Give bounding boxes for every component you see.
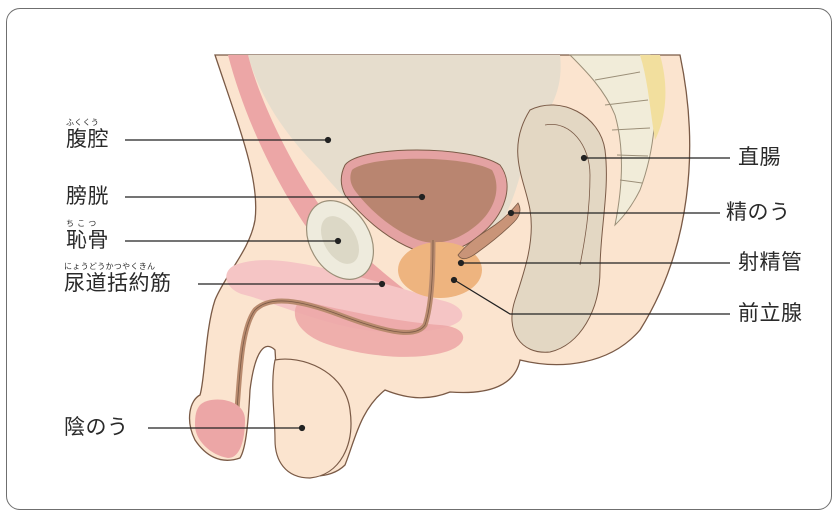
label-prostate: 前立腺 xyxy=(738,303,803,324)
label-ejaculatory-duct: 射精管 xyxy=(738,252,803,273)
label-urethral-sphincter: 尿道括約筋 xyxy=(64,273,172,294)
label-bladder: 膀胱 xyxy=(66,186,109,207)
label-scrotum: 陰のう xyxy=(64,417,129,438)
ruby-pubic-bone: ち こ つ xyxy=(66,220,97,228)
ruby-urethral-sphincter: にょうどうかつやくきん xyxy=(64,263,155,271)
label-pubic-bone: 恥骨 xyxy=(66,230,109,251)
label-abdominal-cavity: 腹腔 xyxy=(66,129,109,150)
label-rectum: 直腸 xyxy=(738,147,781,168)
label-seminal-vesicle: 精のう xyxy=(726,202,791,223)
ruby-abdominal-cavity: ふくくう xyxy=(66,119,99,127)
